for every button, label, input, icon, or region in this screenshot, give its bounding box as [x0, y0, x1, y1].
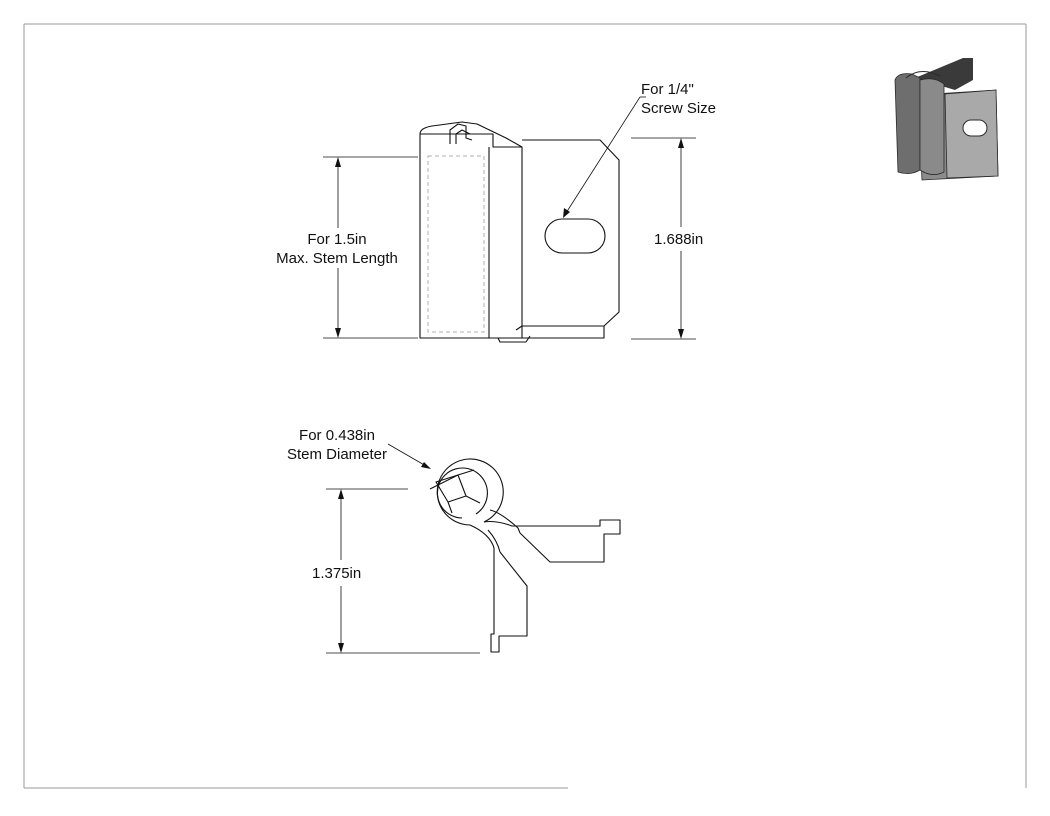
top-view-dimensions	[326, 443, 480, 654]
top-view	[429, 458, 621, 653]
stem-length-line2: Max. Stem Length	[276, 250, 398, 267]
stem-diameter-note: For 0.438in Stem Diameter	[274, 426, 400, 464]
screw-size-line1: For 1/4"	[641, 81, 694, 98]
screw-size-line2: Screw Size	[641, 100, 717, 117]
front-view	[419, 121, 620, 343]
stem-length-note: For 1.5in Max. Stem Length	[262, 230, 412, 268]
depth-dimension-label: 1.375in	[312, 565, 362, 582]
screw-size-note: For 1/4" Screw Size	[641, 80, 716, 118]
stem-length-line1: For 1.5in	[307, 231, 367, 248]
screw-slot	[544, 218, 606, 254]
sheet-border	[23, 23, 1027, 789]
stem-diameter-line1: For 0.438in	[299, 427, 375, 444]
height-dimension-label: 1.688in	[654, 231, 704, 248]
bracket-isometric-icon	[894, 58, 999, 181]
front-view-dimensions	[323, 96, 696, 340]
hidden-lines	[427, 155, 485, 333]
stem-diameter-line2: Stem Diameter	[286, 446, 388, 463]
